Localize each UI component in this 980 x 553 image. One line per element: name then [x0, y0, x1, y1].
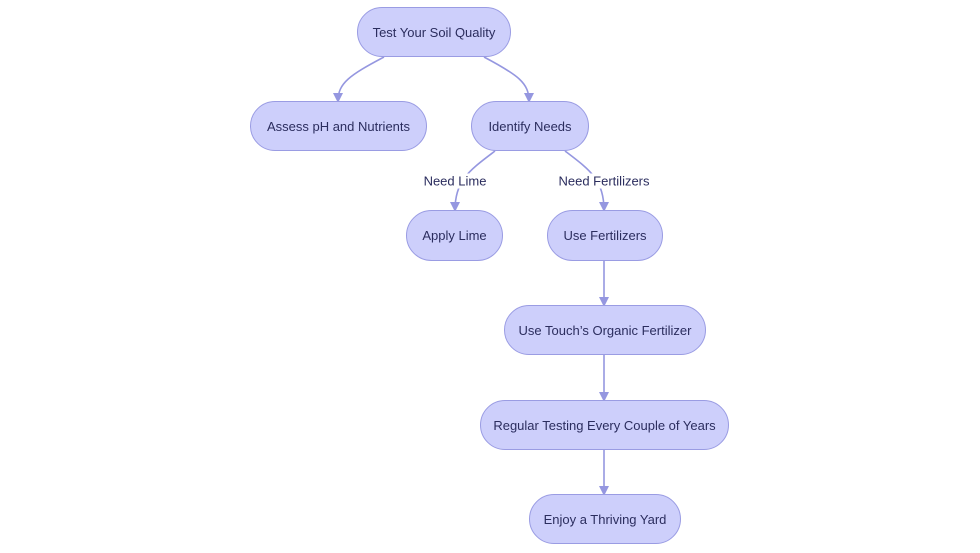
node-label: Enjoy a Thriving Yard [543, 511, 667, 527]
node-regular-testing: Regular Testing Every Couple of Years [480, 400, 729, 450]
node-test-soil-quality: Test Your Soil Quality [357, 7, 511, 57]
node-label: Regular Testing Every Couple of Years [493, 417, 716, 433]
edge-test-to-identify [483, 56, 534, 103]
node-enjoy-thriving-yard: Enjoy a Thriving Yard [529, 494, 681, 544]
edge-label-need-fertilizers: Need Fertilizers [557, 173, 651, 189]
node-label: Apply Lime [422, 228, 487, 243]
edge-label-text: Need Lime [423, 173, 487, 189]
node-use-fertilizers: Use Fertilizers [547, 210, 663, 261]
node-label: Use Touch’s Organic Fertilizer [518, 322, 692, 338]
edge-label-text: Need Fertilizers [558, 173, 650, 189]
edge-test-to-assess [333, 56, 385, 103]
node-label: Identify Needs [488, 118, 572, 134]
edge-label-need-lime: Need Lime [422, 173, 488, 189]
node-identify-needs: Identify Needs [471, 101, 589, 151]
node-label: Use Fertilizers [563, 228, 647, 243]
node-apply-lime: Apply Lime [406, 210, 503, 261]
node-label: Test Your Soil Quality [372, 24, 496, 40]
node-assess-ph-nutrients: Assess pH and Nutrients [250, 101, 427, 151]
node-use-touch-organic-fertilizer: Use Touch’s Organic Fertilizer [504, 305, 706, 355]
node-label: Assess pH and Nutrients [266, 118, 411, 134]
